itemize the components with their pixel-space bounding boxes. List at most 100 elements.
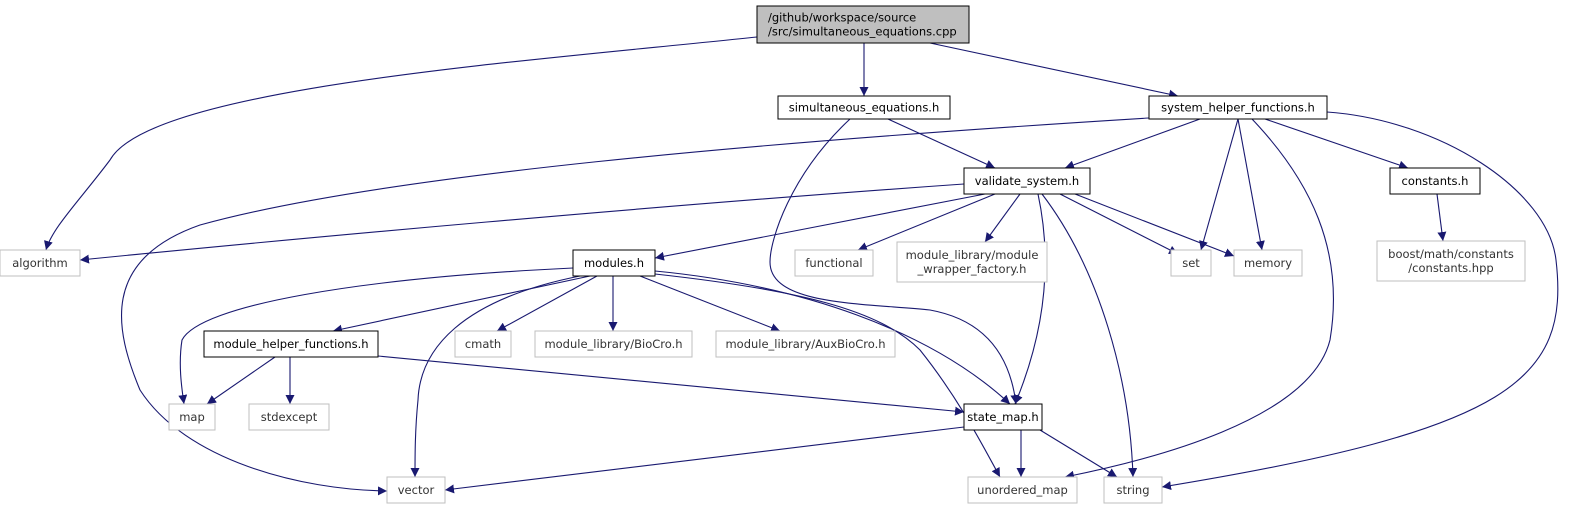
node-root[interactable]: /github/workspace/source/src/simultaneou…	[756, 5, 970, 44]
node-label: boost/math/constants	[1388, 247, 1514, 261]
edge-constants_h-to-boost_constants	[1436, 193, 1447, 242]
edge-line	[1074, 193, 1235, 257]
node-unordered-map: unordered_map	[967, 476, 1078, 504]
node-box	[896, 241, 1048, 283]
node-map: map	[168, 403, 216, 431]
edge-line	[1436, 193, 1447, 242]
node-box	[248, 403, 330, 431]
node-box	[534, 330, 693, 358]
edge-line	[654, 273, 1001, 478]
edge-module_helper_functions_h-to-state_map_h	[377, 355, 965, 416]
node-box	[715, 330, 896, 358]
edge-line	[178, 267, 574, 405]
node-box	[963, 167, 1091, 195]
edge-modules_h-to-module_helper_functions_h	[332, 275, 591, 334]
edge-line	[1064, 118, 1334, 480]
edge-line	[496, 275, 598, 332]
edge-modules_h-to-cmath	[496, 275, 598, 332]
node-label: unordered_map	[977, 483, 1068, 497]
node-stdexcept: stdexcept	[248, 403, 330, 431]
node-constants-h[interactable]: constants.h	[1389, 167, 1481, 195]
edge-line	[1039, 429, 1118, 478]
node-box	[1148, 95, 1328, 120]
node-label: functional	[805, 256, 862, 270]
node-label: module_library/module	[906, 248, 1039, 262]
node-boost-constants: boost/math/constants/constants.hpp	[1376, 240, 1526, 282]
node-label: modules.h	[584, 256, 644, 270]
node-label: set	[1182, 256, 1200, 270]
node-set: set	[1170, 249, 1212, 277]
edge-line	[1161, 111, 1559, 490]
edge-line	[1014, 193, 1046, 405]
edge-line	[44, 36, 758, 251]
edge-simultaneous_equations_h-to-state_map_h	[769, 118, 1020, 405]
edge-line	[857, 193, 996, 251]
node-label: constants.h	[1402, 174, 1469, 188]
edge-system_helper_functions_h-to-set	[1199, 118, 1239, 251]
node-module-helper-functions-h[interactable]: module_helper_functions.h	[203, 330, 379, 358]
edge-line	[1041, 193, 1138, 478]
edge-validate_system_h-to-module_wrapper_factory	[984, 193, 1021, 243]
node-box	[963, 403, 1043, 431]
edge-root-to-algorithm	[44, 36, 758, 251]
edge-system_helper_functions_h-to-string	[1161, 111, 1559, 490]
node-system-helper-functions-h[interactable]: system_helper_functions.h	[1148, 95, 1328, 120]
edge-simultaneous_equations_h-to-validate_system_h	[887, 118, 996, 169]
node-simultaneous-equations-h[interactable]: simultaneous_equations.h	[777, 95, 951, 120]
edge-line	[887, 118, 996, 169]
node-label: vector	[398, 483, 435, 497]
node-label: /constants.hpp	[1408, 261, 1493, 275]
node-label: validate_system.h	[975, 174, 1079, 188]
node-label: _wrapper_factory.h	[917, 262, 1027, 276]
edge-line	[1064, 118, 1201, 170]
node-functional: functional	[794, 249, 874, 277]
node-label: module_library/AuxBioCro.h	[725, 337, 885, 351]
edge-line	[410, 275, 581, 478]
edge-validate_system_h-to-string	[1041, 193, 1138, 478]
edge-line	[1199, 118, 1239, 251]
nodes-layer: /github/workspace/source/src/simultaneou…	[0, 5, 1526, 504]
edge-line	[1059, 193, 1179, 255]
node-state-map-h[interactable]: state_map.h	[963, 403, 1043, 431]
node-box	[572, 249, 656, 277]
edge-modules_h-to-unordered_map	[654, 273, 1001, 478]
node-box	[1170, 249, 1212, 277]
edge-line	[654, 193, 986, 261]
node-box	[777, 95, 951, 120]
node-box	[1233, 249, 1303, 277]
node-modules-h[interactable]: modules.h	[572, 249, 656, 277]
node-label: module_library/BioCro.h	[544, 337, 682, 351]
edge-system_helper_functions_h-to-validate_system_h	[1064, 118, 1201, 170]
node-label: stdexcept	[261, 410, 318, 424]
edge-line	[444, 426, 965, 494]
edge-modules_h-to-state_map_h	[654, 270, 1011, 405]
node-module-wrapper-factory: module_library/module_wrapper_factory.h	[896, 241, 1048, 283]
edge-line	[1264, 118, 1409, 170]
node-label: cmath	[465, 337, 501, 351]
node-biocro-h: module_library/BioCro.h	[534, 330, 693, 358]
node-validate-system-h[interactable]: validate_system.h	[963, 167, 1091, 195]
node-box	[794, 249, 874, 277]
node-box	[454, 330, 512, 358]
edge-system_helper_functions_h-to-constants_h	[1264, 118, 1409, 170]
edge-line	[929, 42, 1179, 99]
node-label: algorithm	[12, 256, 68, 270]
node-label: simultaneous_equations.h	[789, 101, 940, 115]
node-box	[1376, 240, 1526, 282]
edges-layer	[44, 36, 1559, 496]
edge-validate_system_h-to-state_map_h	[1014, 193, 1046, 405]
edge-validate_system_h-to-memory	[1074, 193, 1235, 257]
edge-module_helper_functions_h-to-map	[206, 356, 276, 405]
node-label: state_map.h	[967, 410, 1038, 424]
edge-system_helper_functions_h-to-vector	[121, 117, 1150, 496]
node-cmath: cmath	[454, 330, 512, 358]
edge-line	[639, 275, 781, 332]
node-label: memory	[1244, 256, 1292, 270]
node-label: /github/workspace/source	[768, 11, 916, 25]
edge-validate_system_h-to-algorithm	[79, 183, 965, 264]
edge-modules_h-to-map	[178, 267, 574, 405]
edge-line	[79, 183, 965, 264]
edge-line	[769, 118, 1020, 405]
node-auxbiocro-h: module_library/AuxBioCro.h	[715, 330, 896, 358]
